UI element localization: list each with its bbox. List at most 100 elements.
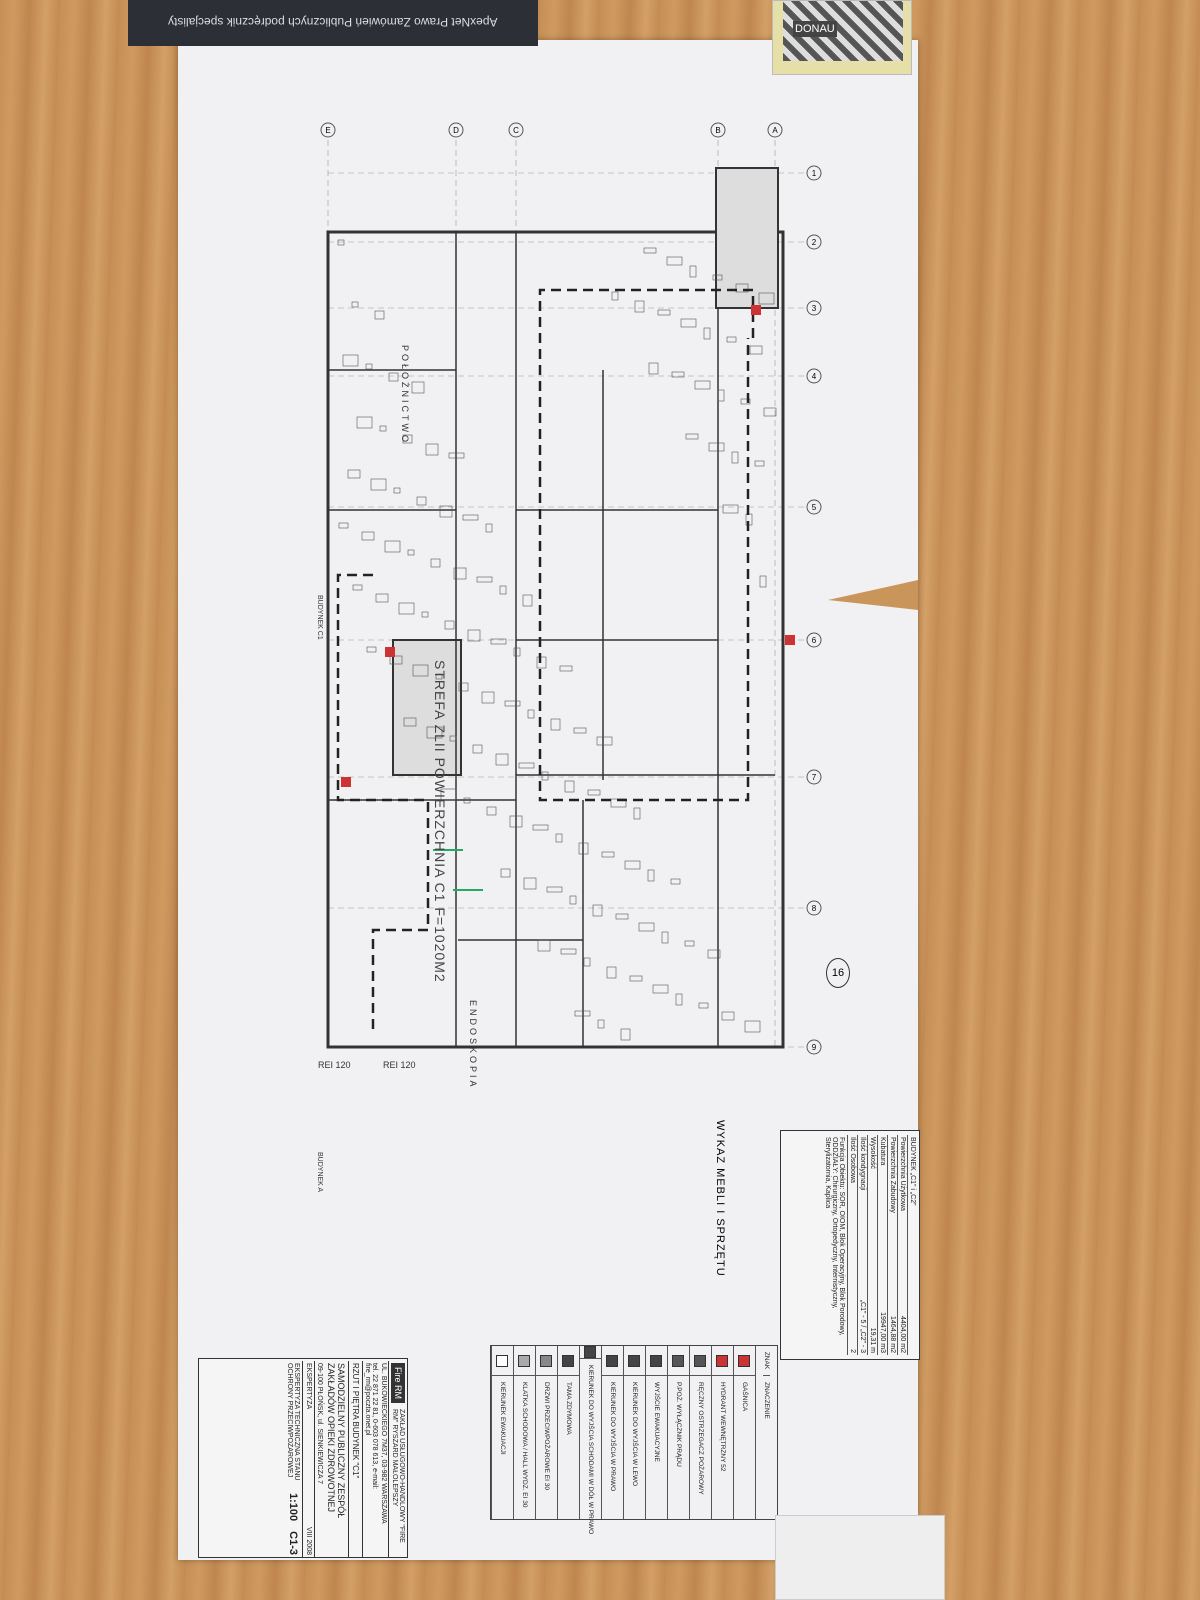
furniture-symbol xyxy=(564,780,575,793)
furniture-symbol xyxy=(731,451,739,464)
grid-bubble xyxy=(806,632,822,648)
legend-item-label: HYDRANT WEWNĘTRZNY 52 xyxy=(719,1382,726,1472)
grid-bubble xyxy=(320,122,336,138)
furniture-symbol xyxy=(365,363,373,370)
title-block: Fire RM ZAKŁAD USŁUGOWO-HANDLOWY "FIRE R… xyxy=(198,1358,408,1558)
furniture-symbol xyxy=(351,301,359,308)
building-label: BUDYNEK C1 xyxy=(316,595,323,640)
paper-card xyxy=(775,1515,945,1600)
furniture-symbol xyxy=(657,309,671,316)
grid-number: 1 xyxy=(812,169,817,178)
sheet-number: C1-3 xyxy=(287,1531,299,1555)
furniture-symbol xyxy=(430,558,441,568)
tape-roll: DONAU xyxy=(772,0,912,75)
grid-number: 2 xyxy=(812,238,817,247)
info-key: Powierzchnia Użytkowa xyxy=(899,1137,906,1211)
furniture-symbol xyxy=(402,434,413,444)
furniture-symbol xyxy=(569,895,577,905)
furniture-symbol xyxy=(559,665,573,672)
furniture-symbol xyxy=(412,664,429,677)
grid-bubble xyxy=(806,900,822,916)
info-key: Ilość Osobowa xyxy=(849,1137,856,1183)
grid-number: 4 xyxy=(812,372,817,381)
zone-label: STREFA ZLII POWIERZCHNIA C1 F=1020M2 xyxy=(432,660,448,983)
furniture-symbol xyxy=(759,575,767,588)
grid-bubble xyxy=(508,122,524,138)
furniture-symbol xyxy=(509,815,523,828)
furniture-symbol xyxy=(439,505,453,518)
exterior-wall xyxy=(326,230,785,1049)
book-title: ApexNet Prawo Zamówień Publicznych podrę… xyxy=(168,15,498,29)
legend-item: HYDRANT WEWNĘTRZNY 52 xyxy=(711,1346,733,1519)
furniture-symbol xyxy=(685,433,699,440)
legend-item: GAŚNICA xyxy=(733,1346,755,1519)
grid-bubble xyxy=(710,122,726,138)
info-key: BUDYNEK „C1” i „C2” xyxy=(909,1137,916,1206)
furniture-symbol xyxy=(374,310,385,320)
furniture-symbol xyxy=(601,851,615,858)
furniture-symbol xyxy=(444,620,455,630)
grid-bubble xyxy=(448,122,464,138)
furniture-symbol xyxy=(555,833,563,843)
legend-item: KLATKA SCHODOWA / HALL WYDZ. EI 30 xyxy=(513,1346,535,1519)
building-info-table: BUDYNEK „C1” i „C2”Powierzchnia Użytkowa… xyxy=(780,1130,920,1360)
stair-core xyxy=(392,639,462,776)
furniture-symbol xyxy=(463,797,471,804)
company-contact: tel. 22 871 22 81, 0-603 078 613, e-mail… xyxy=(362,1361,379,1557)
furniture-symbol xyxy=(550,718,561,731)
furniture-symbol xyxy=(754,460,765,467)
fire-rating: REI 120 xyxy=(318,1060,351,1070)
info-row: Powierzchnia Użytkowa 4404,00 m2 xyxy=(897,1135,907,1355)
company-name: ZAKŁAD USŁUGOWO-HANDLOWY "FIRE RM" RYSZA… xyxy=(391,1409,405,1543)
grid-number: 5 xyxy=(812,503,817,512)
grid-number: 6 xyxy=(812,636,817,645)
furniture-symbol xyxy=(426,726,443,739)
furniture-symbol xyxy=(541,771,549,781)
grid-bubble xyxy=(806,1039,822,1055)
legend-item-label: KIERUNEK EWAKUACJI xyxy=(499,1382,506,1455)
furniture-symbol xyxy=(670,878,681,885)
furniture-symbol xyxy=(712,274,723,281)
date: VIII 2008 xyxy=(305,1526,312,1555)
stair-core xyxy=(715,167,779,309)
furniture-symbol xyxy=(495,753,509,766)
furniture-symbol xyxy=(643,247,657,254)
furniture-symbol xyxy=(698,1002,709,1009)
legend-symbol-icon xyxy=(562,1354,575,1367)
furniture-symbol xyxy=(481,691,495,704)
tape-label: DONAU xyxy=(793,21,837,37)
furniture-list-title: WYKAZ MEBLI I SPRZĘTU xyxy=(714,1120,726,1277)
sheet-mark: 16 xyxy=(826,958,850,988)
furniture-symbol xyxy=(393,487,401,494)
legend-header-sign: ZNAK xyxy=(763,1346,770,1376)
furniture-symbol xyxy=(546,886,563,893)
furniture-symbol xyxy=(648,362,659,375)
legend-item-label: KIERUNEK DO WYJŚCIA W PRAWO xyxy=(609,1382,616,1492)
furniture-symbol xyxy=(740,398,751,405)
investor-address: 09-100 PŁOŃSK, ul. SIENKIEWICZA 7 xyxy=(314,1361,324,1557)
furniture-symbol xyxy=(633,807,641,820)
grid-bubble xyxy=(806,165,822,181)
info-key: Powierzchnia Zabudowy xyxy=(889,1137,896,1213)
furniture-symbol xyxy=(499,585,507,595)
building-label: BUDYNEK A xyxy=(316,1152,323,1193)
furniture-symbol xyxy=(675,993,683,1006)
fire-equipment-icon xyxy=(385,647,395,657)
furniture-symbol xyxy=(389,655,403,665)
fire-equipment-icon xyxy=(751,305,761,315)
furniture-symbol xyxy=(652,984,669,994)
furniture-symbol xyxy=(721,1011,735,1021)
legend-item: TAMA ZDYMOWA xyxy=(557,1346,579,1519)
info-value: 4404,00 m2 xyxy=(899,1316,906,1353)
furniture-symbol xyxy=(361,531,375,541)
grid-letter: C xyxy=(513,126,519,135)
legend-item: DRZWI PRZECIWPOŻAROWE EI 30 xyxy=(535,1346,557,1519)
legend-symbol-icon xyxy=(540,1354,553,1367)
furniture-symbol xyxy=(425,443,439,456)
legend-symbol-icon xyxy=(716,1354,729,1367)
